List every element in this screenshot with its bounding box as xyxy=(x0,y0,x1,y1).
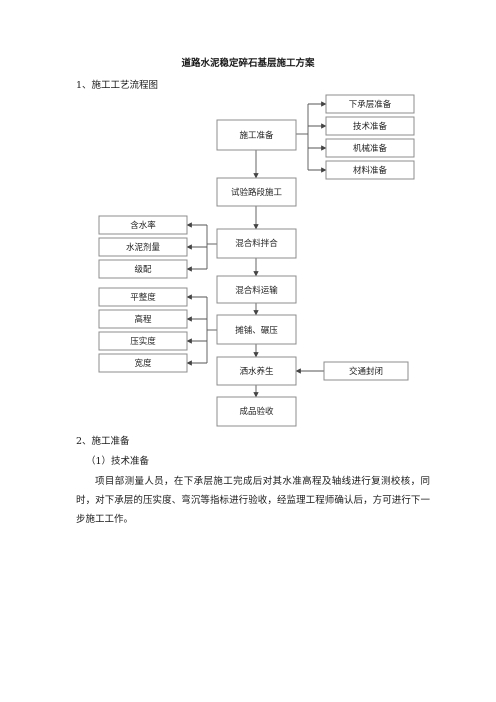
svg-text:技术准备: 技术准备 xyxy=(353,121,388,132)
flow-step-trial-section: 试验路段施工 xyxy=(216,177,297,207)
svg-text:平整度: 平整度 xyxy=(130,292,156,303)
svg-text:成品验收: 成品验收 xyxy=(239,406,274,417)
paving-check-width: 宽度 xyxy=(98,353,188,373)
svg-text:含水率: 含水率 xyxy=(130,220,156,231)
mix-check-cement-dosage: 水泥剂量 xyxy=(98,237,188,257)
svg-text:试验路段施工: 试验路段施工 xyxy=(231,187,283,198)
svg-text:下承层准备: 下承层准备 xyxy=(349,99,392,110)
section-heading-preparation: 2、施工准备 xyxy=(76,436,130,447)
flow-step-paving-rolling: 摊铺、碾压 xyxy=(216,314,297,345)
section-heading-flowchart: 1、施工工艺流程图 xyxy=(76,80,159,91)
svg-text:交通封闭: 交通封闭 xyxy=(349,366,383,377)
paving-check-compaction: 压实度 xyxy=(98,331,188,351)
flow-step-curing: 洒水养生 xyxy=(216,356,297,386)
mixing-checks-connectors xyxy=(186,222,217,272)
prep-item-materials: 材料准备 xyxy=(325,160,415,180)
svg-text:宽度: 宽度 xyxy=(134,358,152,369)
document-title: 道路水泥稳定碎石基层施工方案 xyxy=(181,58,315,69)
svg-text:混合料拌合: 混合料拌合 xyxy=(235,238,278,249)
prep-item-base-layer: 下承层准备 xyxy=(325,94,415,114)
prep-branch-connectors xyxy=(296,101,327,173)
svg-text:洒水养生: 洒水养生 xyxy=(239,366,274,377)
mix-check-moisture: 含水率 xyxy=(98,215,188,235)
prep-item-machinery: 机械准备 xyxy=(325,138,415,158)
body-paragraph: 项目部测量人员，在下承层施工完成后对其水准高程及轴线进行复测校核，同时，对下承层… xyxy=(76,476,430,525)
flow-step-mixing: 混合料拌合 xyxy=(216,228,297,259)
mix-check-gradation: 级配 xyxy=(98,259,188,279)
svg-text:施工准备: 施工准备 xyxy=(239,130,274,141)
svg-text:材料准备: 材料准备 xyxy=(353,165,388,176)
prep-item-technical: 技术准备 xyxy=(325,116,415,136)
svg-text:机械准备: 机械准备 xyxy=(353,143,388,154)
flow-step-prep: 施工准备 xyxy=(216,119,297,151)
paving-check-flatness: 平整度 xyxy=(98,287,188,307)
curing-side-traffic-closure: 交通封闭 xyxy=(323,361,409,381)
paving-checks-connectors xyxy=(186,294,217,366)
svg-text:压实度: 压实度 xyxy=(130,336,156,347)
paving-check-elevation: 高程 xyxy=(98,309,188,329)
subsection-heading-technical: （1）技术准备 xyxy=(86,456,150,467)
svg-text:高程: 高程 xyxy=(134,314,152,325)
flow-step-acceptance: 成品验收 xyxy=(216,396,297,427)
svg-text:摊铺、碾压: 摊铺、碾压 xyxy=(235,325,278,336)
svg-text:混合料运输: 混合料运输 xyxy=(235,285,278,296)
flow-step-transport: 混合料运输 xyxy=(216,275,297,304)
svg-text:级配: 级配 xyxy=(134,264,152,275)
svg-text:水泥剂量: 水泥剂量 xyxy=(126,242,161,253)
